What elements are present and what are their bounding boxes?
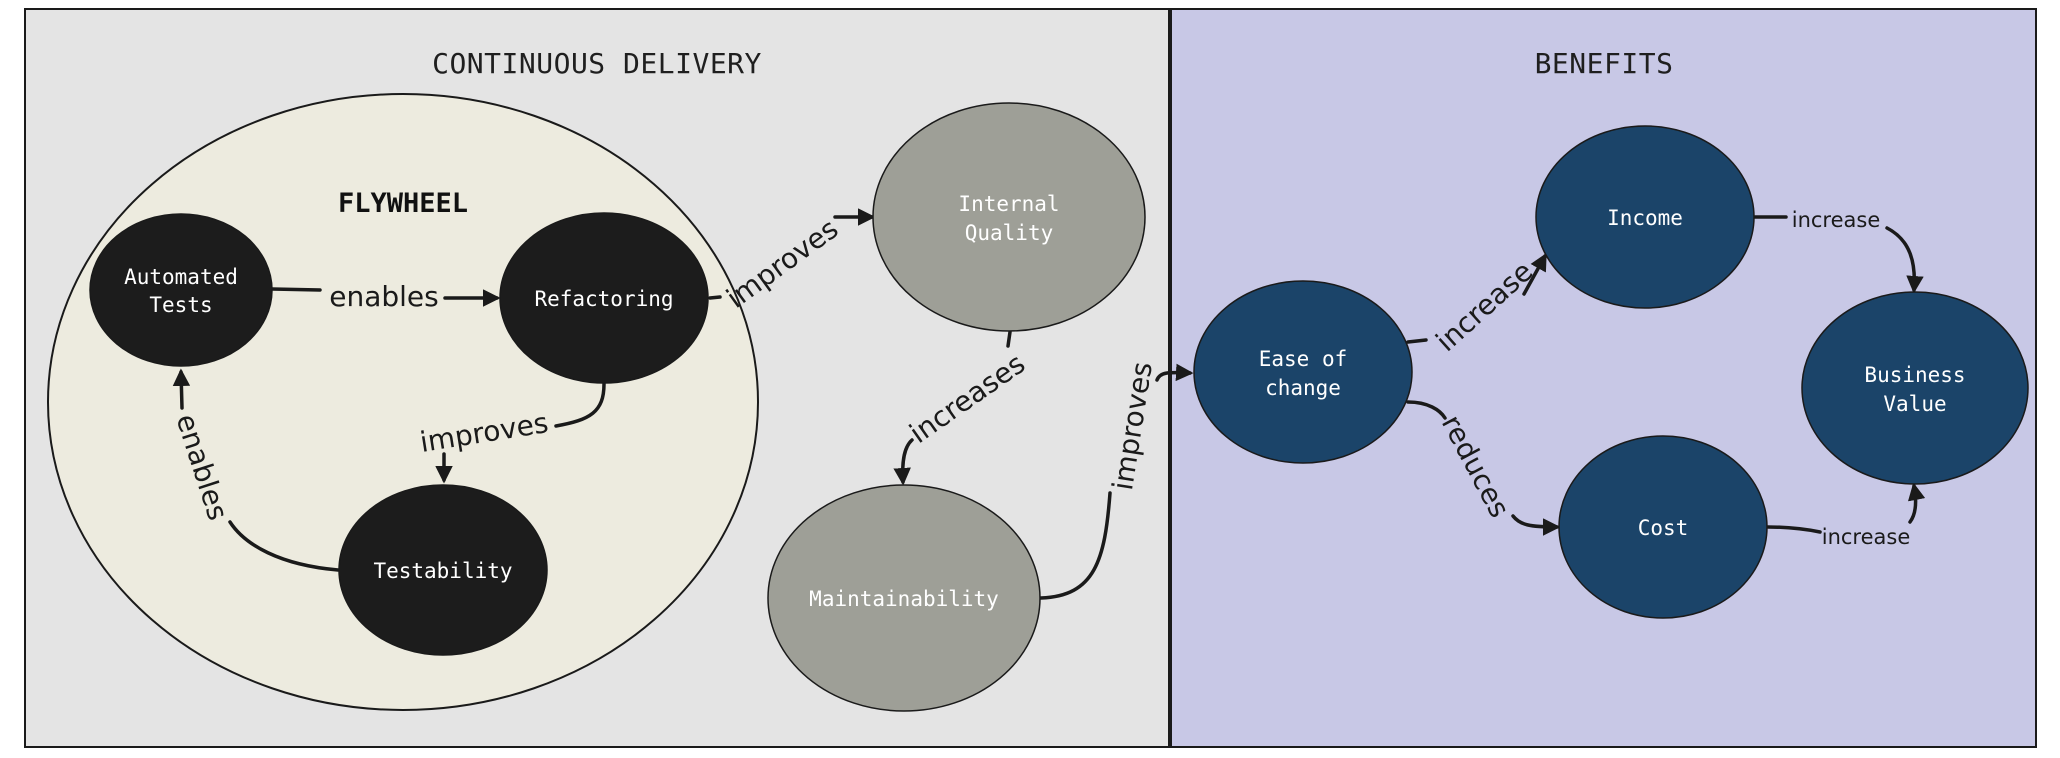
node-testability: Testability [338,484,548,656]
node-automated-tests: Automated Tests [89,213,273,367]
node-cost: Cost [1558,435,1768,619]
node-automated-tests-line1: Automated [124,265,238,289]
node-refactoring-label: Refactoring [534,287,673,311]
edge-ease-cost-start [1406,400,1447,420]
edge-ease-cost-arrow [1511,514,1561,536]
node-ease-of-change-shape [1193,280,1413,464]
node-maintainability-label: Maintainability [809,587,999,611]
node-business-value-line1: Business [1864,363,1965,387]
flywheel-title: FLYWHEEL [338,188,468,219]
node-business-value-line2: Value [1883,392,1946,416]
node-automated-tests-line2: Tests [149,293,212,317]
node-income: Income [1535,125,1755,309]
edge-refactoring-testability-start [554,382,606,428]
edge-testability-tests-start [228,520,340,572]
node-maintainability: Maintainability [767,484,1041,712]
node-business-value: Business Value [1801,291,2029,485]
node-refactoring: Refactoring [499,212,709,384]
edge-label-cost-value: increase [1822,525,1911,549]
edge-ease-income-start [1406,338,1428,344]
node-ease-of-change-line2: change [1265,376,1341,400]
node-ease-of-change-line1: Ease of [1259,347,1348,371]
edge-label-income-value: increase [1792,208,1881,232]
node-cost-label: Cost [1638,516,1689,540]
edge-ease-income-arrow [1522,252,1547,296]
edge-refactoring-quality-start [708,295,722,300]
node-testability-shape [338,484,548,656]
continuous-delivery-title: CONTINUOUS DELIVERY [432,47,762,80]
edge-label-tests-refactoring: enables [329,280,439,313]
node-internal-quality-shape [872,102,1146,332]
node-business-value-shape [1801,291,2029,485]
node-cost-shape [1558,435,1768,619]
edge-quality-maintainability-start [1006,330,1012,348]
node-ease-of-change: Ease of change [1193,280,1413,464]
node-income-label: Income [1607,206,1683,230]
edge-cost-value-start [1766,525,1822,534]
node-maintainability-shape [767,484,1041,712]
edge-maintainability-ease-start [1039,491,1112,600]
edge-testability-tests-arrow [172,368,191,410]
edge-maintainability-ease-arrow [1155,363,1194,382]
node-internal-quality: Internal Quality [872,102,1146,332]
node-automated-tests-shape [89,213,273,367]
node-income-shape [1535,125,1755,309]
edge-cost-value-arrow [1907,482,1926,524]
node-refactoring-shape [499,212,709,384]
node-testability-label: Testability [373,559,512,583]
edge-quality-maintainability-arrow [893,438,914,486]
node-internal-quality-line2: Quality [965,221,1054,245]
node-internal-quality-line1: Internal [958,192,1059,216]
edge-income-value-arrow [1885,226,1924,294]
edge-tests-refactoring-start [270,287,322,292]
benefits-title: BENEFITS [1535,47,1674,80]
